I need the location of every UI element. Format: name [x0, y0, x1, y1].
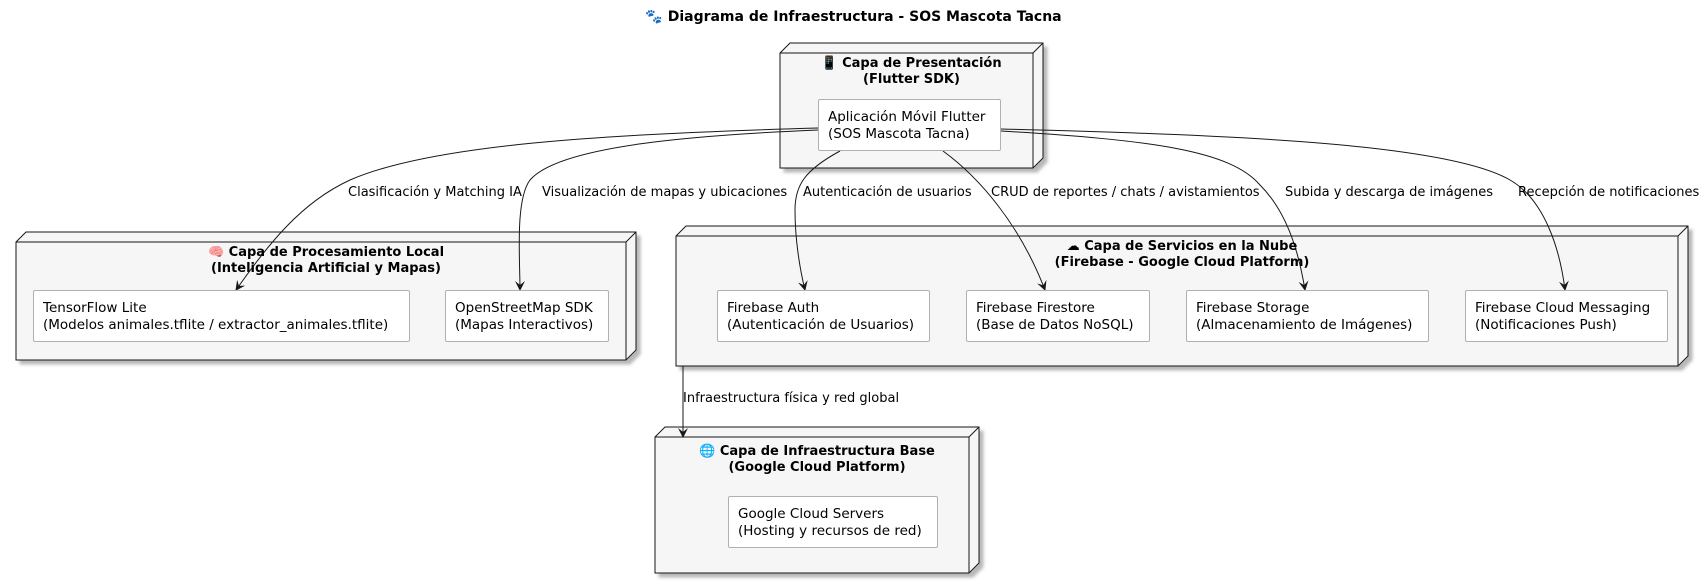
edge-label-firestore: CRUD de reportes / chats / avistamientos: [991, 185, 1260, 200]
edge-fcm: [1000, 128, 1569, 291]
component-storage: Firebase Storage (Almacenamiento de Imág…: [1186, 290, 1429, 342]
component-auth: Firebase Auth (Autenticación de Usuarios…: [717, 290, 930, 342]
edge-auth: [794, 150, 841, 291]
edge-label-base: Infraestructura física y red global: [683, 391, 900, 406]
edge-storage: [1000, 130, 1309, 291]
node-local-title: 🧠 Capa de Procesamiento Local (Inteligen…: [207, 245, 445, 276]
component-fcm: Firebase Cloud Messaging (Notificaciones…: [1465, 290, 1668, 342]
component-app: Aplicación Móvil Flutter (SOS Mascota Ta…: [818, 99, 1001, 151]
edge-label-osm: Visualización de mapas y ubicaciones: [542, 185, 788, 200]
component-firestore: Firebase Firestore (Base de Datos NoSQL): [966, 290, 1150, 342]
component-tflite: TensorFlow Lite (Modelos animales.tflite…: [33, 290, 410, 342]
component-gcs: Google Cloud Servers (Hosting y recursos…: [728, 496, 938, 548]
node-nube-title: ☁ Capa de Servicios en la Nube (Firebase…: [1054, 239, 1310, 270]
edge-tflite: [235, 127, 819, 291]
edge-label-auth: Autenticación de usuarios: [803, 185, 972, 200]
diagram-title: 🐾 Diagrama de Infraestructura - SOS Masc…: [645, 9, 1062, 25]
node-presentacion-title: 📱 Capa de Presentación (Flutter SDK): [821, 56, 1002, 87]
edge-label-tflite: Clasificación y Matching IA: [348, 185, 522, 200]
edge-label-storage: Subida y descarga de imágenes: [1285, 185, 1494, 200]
node-base-title: 🌐 Capa de Infraestructura Base (Google C…: [699, 444, 935, 475]
edge-label-fcm: Recepción de notificaciones: [1518, 185, 1700, 200]
component-osm: OpenStreetMap SDK (Mapas Interactivos): [445, 290, 609, 342]
edge-firestore: [942, 150, 1047, 291]
edge-osm: [514, 129, 819, 291]
